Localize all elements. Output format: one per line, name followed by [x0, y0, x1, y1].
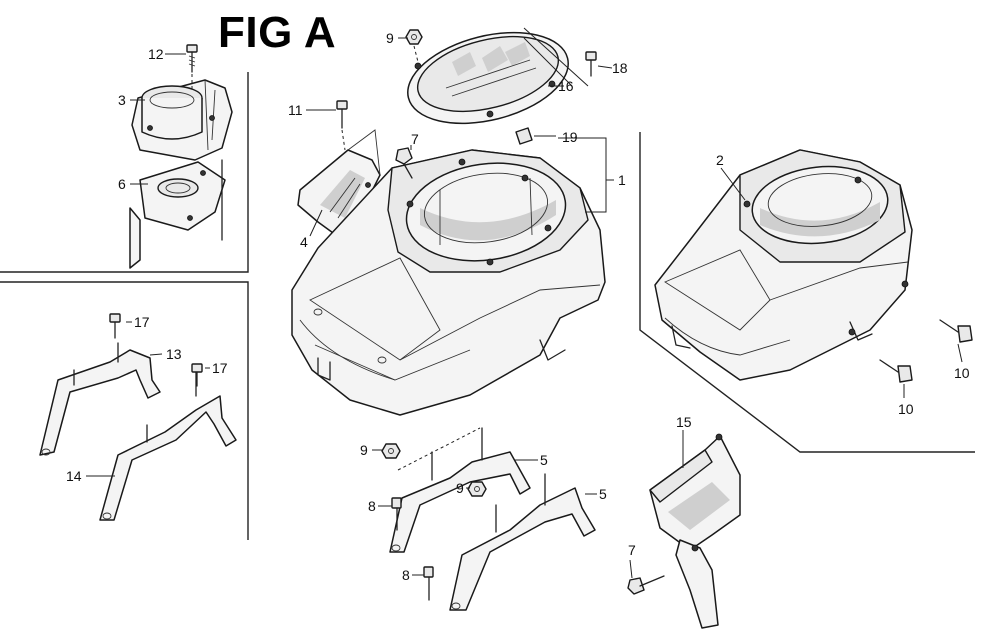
part-17-bolt-a [109, 313, 121, 339]
part-12-bolt [186, 44, 198, 90]
callout-3: 3 [118, 92, 126, 108]
callout-8-a: 8 [368, 498, 376, 514]
part-13-stay [39, 342, 161, 456]
leader-lines [86, 37, 963, 579]
callout-11: 11 [288, 102, 303, 118]
callout-19: 19 [562, 129, 578, 145]
callout-5-b: 5 [599, 486, 607, 502]
callout-1: 1 [618, 172, 626, 188]
part-8-bolt-b [423, 566, 434, 601]
part-16-cover [407, 31, 569, 125]
callout-7-bottom: 7 [628, 542, 636, 558]
part-18-bolt [523, 27, 597, 87]
part-15-shield [649, 433, 741, 629]
callout-5-a: 5 [540, 452, 548, 468]
callout-14: 14 [66, 468, 82, 484]
part-17-bolt-b [191, 363, 203, 387]
callout-10-upper: 10 [954, 365, 970, 381]
part-5-stay-a [389, 427, 531, 553]
part-11-bolt [336, 100, 348, 151]
figure-title: FIG A [218, 8, 336, 57]
part-10-bolt-upper [939, 319, 973, 343]
callout-4: 4 [300, 234, 308, 250]
panel-dividers [0, 72, 975, 540]
callout-9-low: 9 [456, 480, 464, 496]
part-9-nut-low [467, 481, 487, 497]
part-7-bolt-top [395, 147, 413, 179]
callout-8-b: 8 [402, 567, 410, 583]
part-1-fan-cover [291, 149, 606, 416]
callout-17-a: 17 [134, 314, 150, 330]
part-6-bracket [129, 159, 226, 269]
callout-10-lower: 10 [898, 401, 914, 417]
callout-13: 13 [166, 346, 182, 362]
part-2-fan-cover [654, 149, 913, 381]
callout-9-mid: 9 [360, 442, 368, 458]
part-7-bolt-bottom [627, 575, 665, 595]
part-14-stay [99, 369, 237, 521]
callout-9-top: 9 [386, 30, 394, 46]
callout-15: 15 [676, 414, 692, 430]
part-9-nut-mid [381, 443, 401, 459]
callout-2: 2 [716, 152, 724, 168]
callout-12: 12 [148, 46, 164, 62]
part-3-bracket [131, 79, 233, 161]
callout-7-top: 7 [411, 131, 419, 147]
callout-17-b: 17 [212, 360, 228, 376]
part-4-deflector [297, 129, 381, 239]
part-5-stay-b [449, 473, 596, 611]
part-9-nut-top [405, 29, 423, 63]
callout-6: 6 [118, 176, 126, 192]
part-10-bolt-lower [879, 359, 913, 383]
callout-16: 16 [558, 78, 574, 94]
callout-labels: 12 3 6 11 4 9 16 18 7 19 1 2 10 10 17 13… [66, 30, 970, 583]
callout-18: 18 [612, 60, 628, 76]
part-8-bolt-a [391, 497, 402, 531]
part-19-clip [515, 127, 533, 145]
